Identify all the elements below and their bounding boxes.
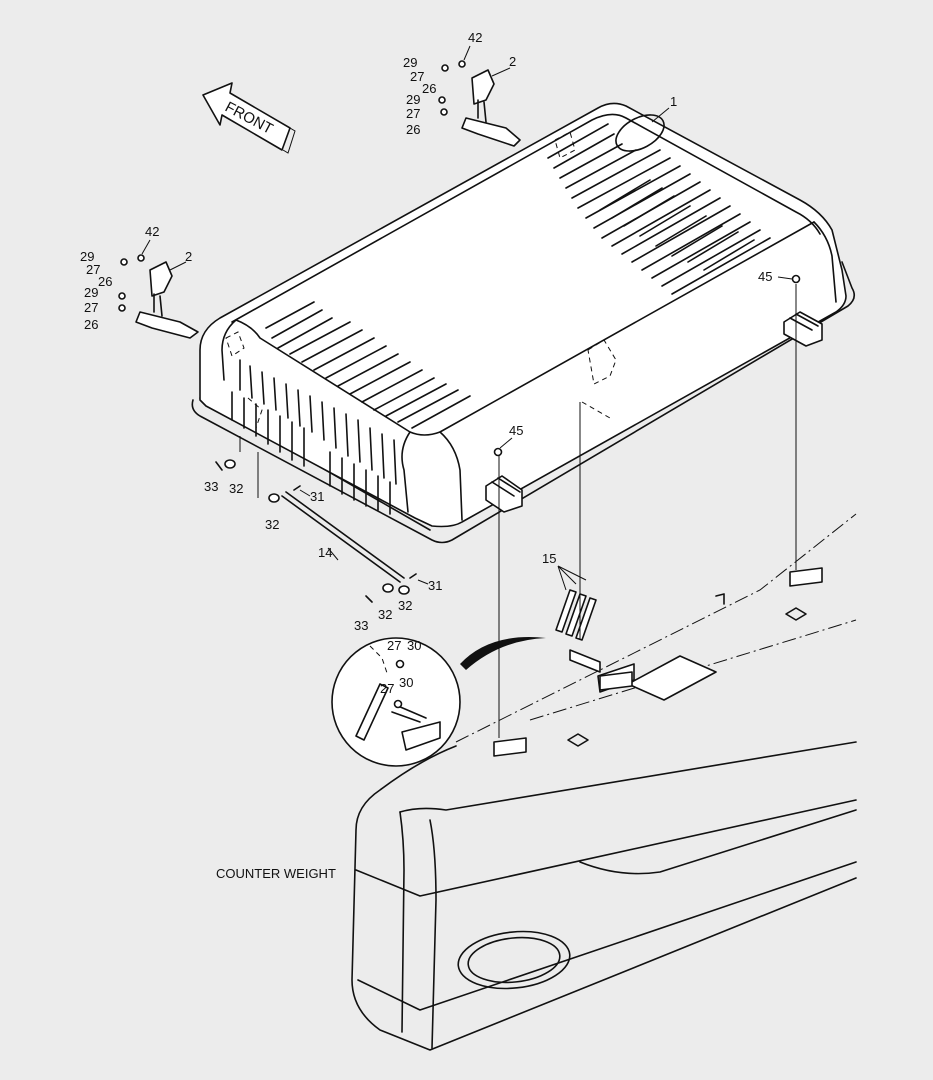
- callout-31-upper: 31: [310, 489, 324, 504]
- callout-32-lower-a: 32: [398, 598, 412, 613]
- callout-26-left-a: 26: [98, 274, 112, 289]
- callout-30-detail-b: 30: [399, 675, 413, 690]
- callout-26-top-b: 26: [406, 122, 420, 137]
- latch-assembly-left: [118, 254, 199, 339]
- side-louvers: [231, 359, 397, 515]
- callout-32-upper-b: 32: [265, 517, 279, 532]
- rear-louvers: [547, 123, 771, 295]
- detail-view: [331, 637, 546, 767]
- callout-29-top-a: 29: [403, 55, 417, 70]
- callout-33-lower: 33: [354, 618, 368, 633]
- counterweight: [351, 513, 857, 1051]
- callout-29-top-b: 29: [406, 92, 420, 107]
- callout-42-top: 42: [468, 30, 482, 45]
- callout-29-left-a: 29: [80, 249, 94, 264]
- callout-33-upper: 33: [204, 479, 218, 494]
- callout-26-top-a: 26: [422, 81, 436, 96]
- engine-hood: [191, 102, 856, 544]
- callout-42-left: 42: [145, 224, 159, 239]
- callout-27-left-a: 27: [86, 262, 100, 277]
- latch-assembly-top: [438, 60, 521, 147]
- hinge-bracket-left: [485, 447, 523, 513]
- stay-rod: [215, 459, 417, 603]
- callout-32-upper-a: 32: [229, 481, 243, 496]
- callout-15: 15: [542, 551, 556, 566]
- callout-2-left: 2: [185, 249, 192, 264]
- callout-32-lower-b: 32: [378, 607, 392, 622]
- callout-26-left-b: 26: [84, 317, 98, 332]
- callout-labels: 1 42 2 29 27 26 29 27 26 42 2 29 27 26 2…: [80, 30, 772, 881]
- callout-27-detail-a: 27: [387, 638, 401, 653]
- callout-14: 14: [318, 545, 332, 560]
- front-direction-arrow: FRONT: [202, 82, 296, 154]
- callout-45-right: 45: [758, 269, 772, 284]
- callout-27-detail-b: 27: [380, 681, 394, 696]
- callout-30-detail-a: 30: [407, 638, 421, 653]
- leader-lines: [141, 45, 797, 738]
- callout-27-top-a: 27: [410, 69, 424, 84]
- hinge-bracket-right: [783, 274, 823, 347]
- callout-31-lower: 31: [428, 578, 442, 593]
- callout-1: 1: [670, 94, 677, 109]
- front-louvers: [265, 301, 471, 429]
- callout-29-left-b: 29: [84, 285, 98, 300]
- callout-45-left: 45: [509, 423, 523, 438]
- callout-27-top-b: 27: [406, 106, 420, 121]
- callout-27-left-b: 27: [84, 300, 98, 315]
- counterweight-label: COUNTER WEIGHT: [216, 866, 336, 881]
- callout-2-top: 2: [509, 54, 516, 69]
